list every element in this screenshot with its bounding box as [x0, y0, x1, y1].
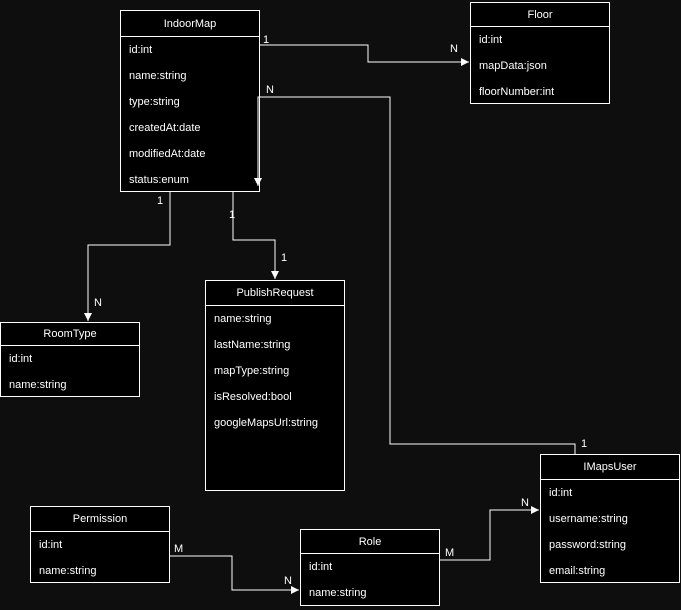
entity-field: id:int — [549, 487, 573, 499]
entity-indoor-map[interactable]: IndoorMap id:int name:string type:string cre… — [120, 10, 260, 192]
entity-field: status:enum — [129, 174, 189, 186]
entity-field: id:int — [9, 353, 33, 365]
entity-room-type[interactable]: RoomType id:int name:string — [0, 322, 140, 397]
entity-title-imaps-user: IMapsUser — [541, 455, 679, 480]
entity-field: id:int — [39, 539, 63, 551]
entity-field: id:int — [479, 34, 503, 46]
entity-field: isResolved:bool — [214, 391, 292, 403]
entity-role[interactable]: Role id:int name:string — [300, 529, 440, 606]
entity-field: email:string — [549, 565, 606, 577]
entity-field: floorNumber:int — [479, 86, 555, 98]
entity-field: name:string — [309, 587, 367, 599]
entity-field: name:string — [9, 379, 67, 391]
entity-field: id:int — [129, 44, 153, 56]
entity-title-role: Role — [301, 530, 439, 554]
entity-field: mapType:string — [214, 365, 290, 377]
entity-field: modifiedAt:date — [129, 148, 206, 160]
entity-title-indoor-map: IndoorMap — [121, 11, 259, 37]
entity-field: password:string — [549, 539, 627, 551]
entity-field: lastName:string — [214, 339, 291, 351]
entity-imaps-user[interactable]: IMapsUser id:int username:string password:s… — [540, 454, 680, 583]
entity-floor[interactable]: Floor id:int mapData:json floorNumber:int — [470, 2, 610, 104]
entity-field: mapData:json — [479, 60, 547, 72]
entity-title-publish-request: PublishRequest — [206, 281, 344, 306]
entity-title-room-type: RoomType — [1, 323, 139, 346]
entity-field: type:string — [129, 96, 180, 108]
entity-field: name:string — [214, 313, 272, 325]
entity-field: name:string — [39, 565, 97, 577]
entity-field: name:string — [129, 70, 187, 82]
entity-title-floor: Floor — [471, 3, 609, 27]
entity-permission[interactable]: Permission id:int name:string — [30, 506, 170, 583]
entity-title-permission: Permission — [31, 507, 169, 532]
entity-field: username:string — [549, 513, 628, 525]
entity-field: googleMapsUrl:string — [214, 417, 318, 429]
entity-field: id:int — [309, 561, 333, 573]
entity-field: createdAt:date — [129, 122, 201, 134]
entity-publish-request[interactable]: PublishRequest name:string lastName:string… — [205, 280, 345, 491]
